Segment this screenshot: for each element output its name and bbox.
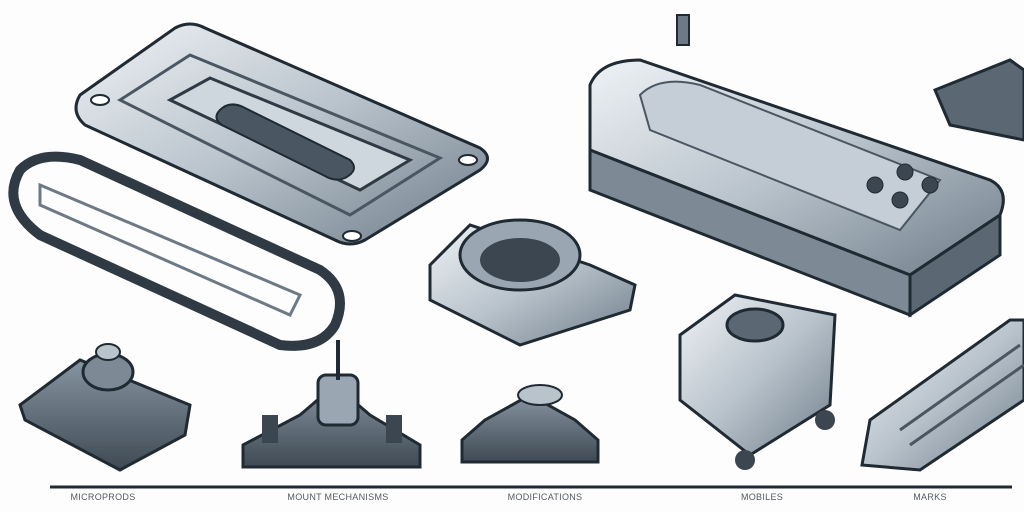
flat-tray-plate xyxy=(74,22,489,246)
cup-mount xyxy=(428,218,637,464)
post-mount xyxy=(241,340,422,469)
long-tub-housing xyxy=(588,14,1024,318)
caption-2: MOUNT MECHANISMS xyxy=(287,492,389,502)
ring-gasket xyxy=(8,151,345,351)
sensor-box xyxy=(18,343,192,472)
caption-5: MARKS xyxy=(913,492,947,502)
caption-1: MICROPRODS xyxy=(70,492,136,502)
square-block xyxy=(678,293,837,470)
caption-3: MODIFICATIONS xyxy=(507,492,583,502)
caption-4: MOBILES xyxy=(740,492,784,502)
ribbed-bar xyxy=(860,318,1024,472)
